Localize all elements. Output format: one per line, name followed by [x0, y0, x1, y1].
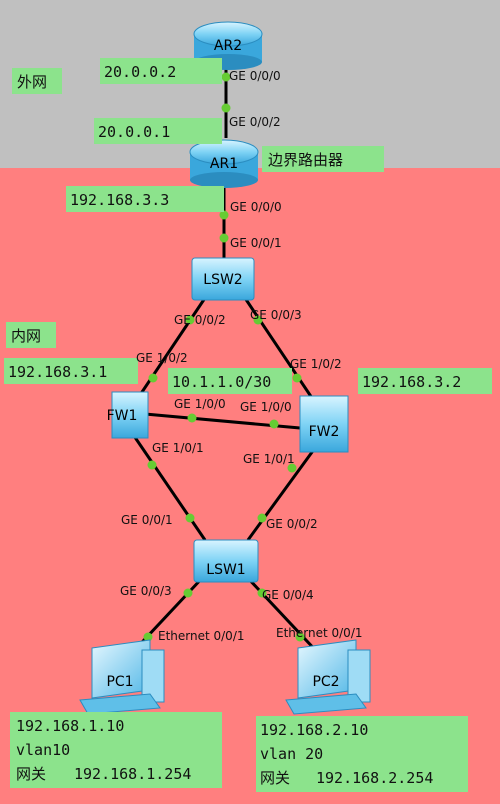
zone-label-box	[262, 146, 384, 172]
ip-label-box	[66, 186, 224, 212]
port-dot	[221, 72, 231, 82]
ip-fw-link: 10.1.1.0/30	[172, 373, 271, 391]
ip-label-box	[4, 358, 138, 384]
port-dot	[287, 463, 297, 473]
device-label-fw1: FW1	[107, 408, 138, 424]
ip-label-box	[94, 118, 222, 144]
port-dot	[219, 210, 229, 220]
device-label-pc2: PC2	[312, 674, 339, 690]
ip-ar1-wan: 20.0.0.1	[98, 123, 170, 141]
device-label-lsw1: LSW1	[206, 562, 245, 578]
zone-label-box	[6, 322, 56, 348]
link-lsw2-fw2	[243, 297, 314, 399]
link-lsw2-fw1	[136, 297, 207, 399]
pc2-vlan: vlan 20	[260, 745, 323, 763]
ip-fw1: 192.168.3.1	[8, 363, 107, 381]
switch-body	[193, 539, 259, 583]
port-lsw2-g003: GE 0/0/3	[250, 308, 302, 322]
port-ar2-g000: GE 0/0/0	[229, 69, 281, 83]
port-dot	[185, 513, 195, 523]
router-base	[190, 172, 258, 188]
port-dot	[187, 413, 197, 423]
port-lsw1-g003: GE 0/0/3	[120, 584, 172, 598]
port-dot	[183, 588, 193, 598]
port-dot	[292, 373, 302, 383]
label-boxes	[4, 58, 492, 792]
zone-inner-label: 内网	[11, 327, 41, 345]
pc-pc1[interactable]: PC1	[79, 639, 165, 715]
port-dot	[148, 373, 158, 383]
pc-keyboard	[79, 693, 161, 715]
firewall-fw1[interactable]: FW1	[107, 391, 149, 439]
port-lsw1-g002: GE 0/0/2	[266, 517, 318, 531]
router-top	[193, 21, 263, 47]
zone-outer-label: 外网	[17, 73, 47, 91]
link-lsw1-pc2	[243, 573, 322, 657]
switch-lsw1[interactable]: LSW1	[193, 539, 259, 583]
firewall-body	[111, 391, 149, 439]
port-lsw2-g002: GE 0/0/2	[174, 313, 226, 327]
zone-label-box	[12, 68, 62, 94]
zone-border-label: 边界路由器	[268, 151, 343, 169]
port-dot	[257, 513, 267, 523]
pc-info-box	[256, 716, 468, 792]
router-ar1[interactable]: AR1	[189, 139, 259, 188]
port-dot	[295, 632, 305, 642]
device-label-lsw2: LSW2	[203, 272, 242, 288]
port-ar1-g002: GE 0/0/2	[229, 115, 281, 129]
port-fw1-g102: GE 1/0/2	[136, 351, 188, 365]
router-top	[189, 139, 259, 165]
port-fw1-g100: GE 1/0/0	[174, 397, 226, 411]
pc-info-box	[10, 712, 222, 788]
port-fw2-g100: GE 1/0/0	[240, 400, 292, 414]
port-dot	[185, 315, 195, 325]
ip-label-box	[100, 58, 222, 84]
port-dot	[219, 233, 229, 243]
device-label-fw2: FW2	[309, 424, 340, 440]
port-ar1-g000: GE 0/0/0	[230, 200, 282, 214]
port-fw2-g102: GE 1/0/2	[290, 357, 342, 371]
device-label-pc1: PC1	[106, 674, 133, 690]
ip-label-box	[168, 368, 292, 394]
device-label-ar2: AR2	[214, 38, 242, 54]
port-lsw1-g004: GE 0/0/4	[262, 588, 314, 602]
port-dot	[257, 588, 267, 598]
port-fw2-g101: GE 1/0/1	[243, 452, 295, 466]
pc1-ip: 192.168.1.10	[16, 717, 124, 735]
port-lsw2-g001: GE 0/0/1	[230, 236, 282, 250]
switch-lsw2[interactable]: LSW2	[191, 257, 255, 301]
ip-label-box	[358, 368, 492, 394]
port-lsw1-g001: GE 0/0/1	[121, 513, 173, 527]
port-dot	[253, 315, 263, 325]
pc2-ip: 192.168.2.10	[260, 721, 368, 739]
pc-pc2[interactable]: PC2	[285, 639, 371, 715]
port-dot	[269, 419, 279, 429]
pc1-gateway-label: 网关	[16, 765, 46, 783]
link-fw2-lsw1	[246, 447, 317, 541]
port-pc1-eth: Ethernet 0/0/1	[158, 629, 245, 643]
link-dots	[143, 72, 305, 642]
port-labels: GE 0/0/0 GE 0/0/2 GE 0/0/0 GE 0/0/1 GE 0…	[120, 69, 363, 643]
port-dot	[143, 632, 153, 642]
device-label-ar1: AR1	[210, 156, 238, 172]
port-dot	[221, 103, 231, 113]
port-fw1-g101: GE 1/0/1	[152, 441, 204, 455]
firewall-body	[299, 395, 349, 453]
firewall-fw2[interactable]: FW2	[299, 395, 349, 453]
router-ar2[interactable]: AR2	[193, 21, 263, 70]
switch-body	[191, 257, 255, 301]
pc1-gateway: 192.168.1.254	[74, 765, 191, 783]
ip-fw2: 192.168.3.2	[362, 373, 461, 391]
ip-ar1-lan: 192.168.3.3	[70, 191, 169, 209]
pc2-gateway: 192.168.2.254	[316, 769, 433, 787]
port-pc2-eth: Ethernet 0/0/1	[276, 626, 363, 640]
pc-keyboard	[285, 693, 367, 715]
port-dot	[147, 460, 157, 470]
pc2-gateway-label: 网关	[260, 769, 290, 787]
pc1-vlan: vlan10	[16, 741, 70, 759]
ip-ar2: 20.0.0.2	[104, 63, 176, 81]
